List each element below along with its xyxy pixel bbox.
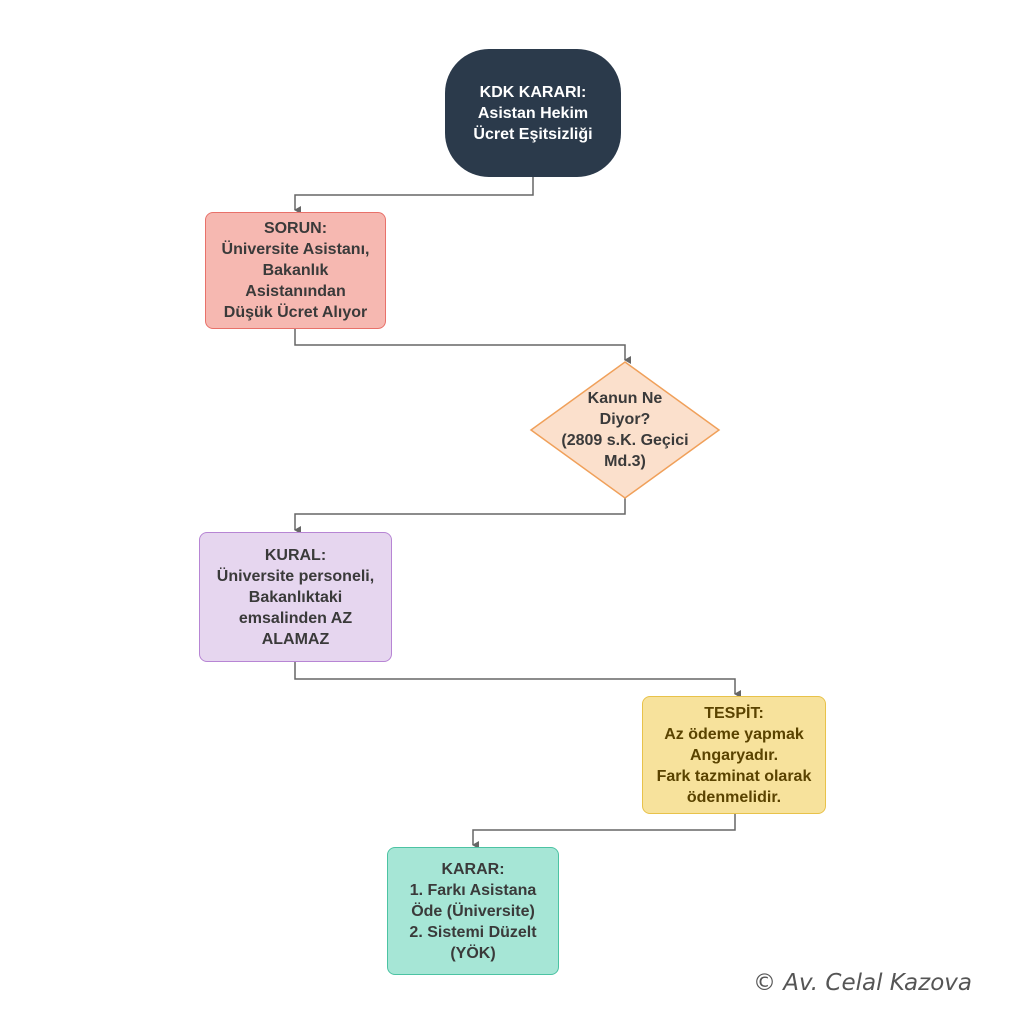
connector-rule-to-finding [294,662,741,698]
question-line-3: (2809 s.K. Geçici [561,432,689,449]
finding-line-1: TESPİT: [704,704,764,722]
problem-line-5: Düşük Ücret Alıyor [223,304,368,321]
problem-line-4: Asistanından [245,283,346,300]
question-line-4: Md.3) [604,453,646,470]
problem-line-1: SORUN: [263,220,328,237]
rule-line-3: Bakanlıktaki [248,588,343,606]
connector-question-to-rule [294,498,626,534]
decision-line-4: 2. Sistemi Düzelt [409,923,537,941]
problem-line-3: Bakanlık [262,262,329,279]
finding-line-4: Fark tazminat olarak [656,767,812,785]
rule-line-5: ALAMAZ [261,630,330,648]
finding-line-5: ödenmelidir. [686,788,782,806]
rule-line-1: KURAL: [264,546,327,564]
finding-node: TESPİT: Az ödeme yapmak Angaryadır. Fark… [642,696,826,814]
rule-line-2: Üniversite personeli, [216,567,375,585]
start-line-2: Asistan Hekim [477,104,589,122]
decision-line-5: (YÖK) [450,944,496,962]
finding-line-3: Angaryadır. [689,746,779,764]
decision-node: KARAR: 1. Farkı Asistana Öde (Üniversite… [387,847,559,975]
finding-line-2: Az ödeme yapmak [664,725,804,743]
problem-node: SORUN: Üniversite Asistanı, Bakanlık Asi… [205,212,386,329]
copyright-text: © Av. Celal Kazova [752,970,972,996]
connector-finding-to-decision [472,814,736,849]
rule-line-4: emsalinden AZ [238,609,353,627]
decision-line-2: 1. Farkı Asistana [409,881,537,899]
start-line-1: KDK KARARI: [479,83,587,101]
start-node: KDK KARARI: Asistan Hekim Ücret Eşitsizl… [445,49,621,177]
start-line-3: Ücret Eşitsizliği [473,125,593,143]
question-node-text: Kanun Ne Diyor? (2809 s.K. Geçici Md.3) [530,362,720,498]
connector-problem-to-question [294,329,631,364]
connector-start-to-problem [294,177,534,214]
question-line-2: Diyor? [599,411,651,428]
question-line-1: Kanun Ne [587,390,663,407]
problem-line-2: Üniversite Asistanı, [221,241,370,258]
rule-node: KURAL: Üniversite personeli, Bakanlıktak… [199,532,392,662]
decision-line-1: KARAR: [441,860,505,878]
question-diamond [529,361,721,499]
decision-line-3: Öde (Üniversite) [411,902,535,920]
